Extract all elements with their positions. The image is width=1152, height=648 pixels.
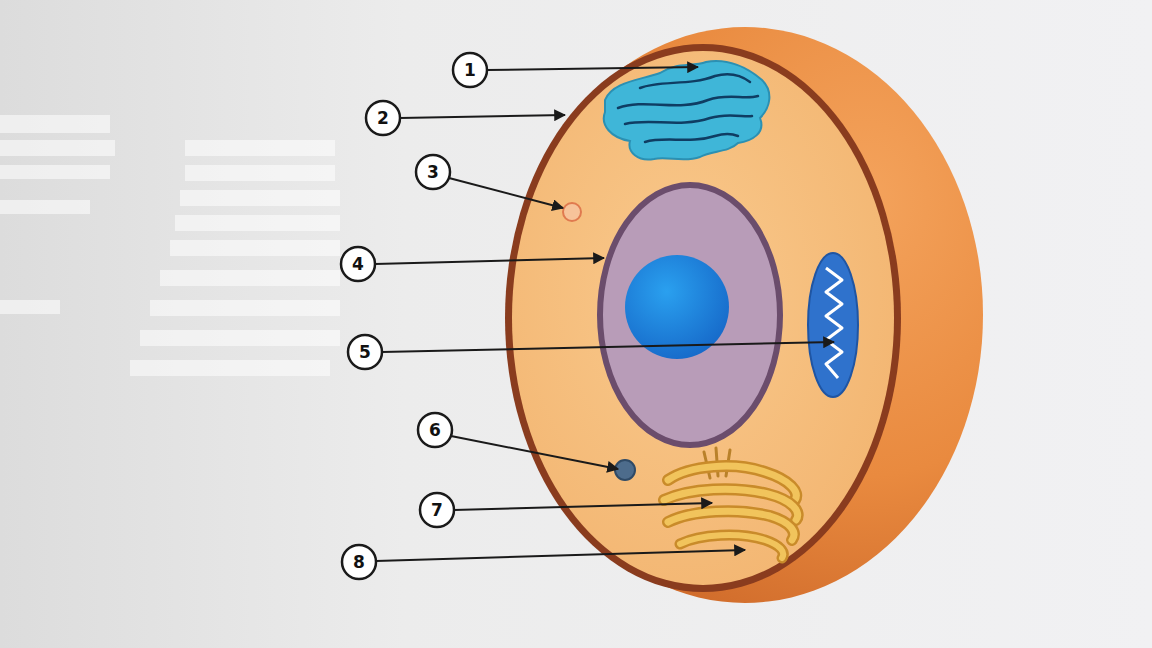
callout-number: 3 xyxy=(418,157,448,187)
callout-number: 7 xyxy=(422,495,452,525)
callout-number: 8 xyxy=(344,547,374,577)
callout-number: 2 xyxy=(368,103,398,133)
callout-leaders xyxy=(375,67,834,561)
callout-number: 1 xyxy=(455,55,485,85)
mitochondrion xyxy=(808,253,858,397)
endoplasmic-reticulum xyxy=(604,61,770,159)
cytoplasm xyxy=(512,51,894,585)
callout-circles xyxy=(341,53,487,579)
screen-glare xyxy=(0,115,340,376)
callout-number: 6 xyxy=(420,415,450,445)
vesicle xyxy=(563,203,581,221)
nucleus xyxy=(600,185,780,445)
callout-number: 5 xyxy=(350,337,380,367)
cell-membrane xyxy=(505,44,901,592)
nucleolus xyxy=(625,255,729,359)
callout-number: 4 xyxy=(343,249,373,279)
lysosome xyxy=(615,460,635,480)
